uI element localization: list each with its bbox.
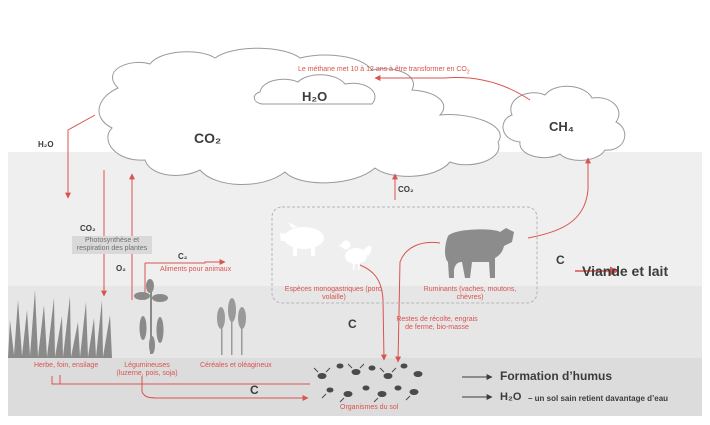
grass-icon: [8, 290, 112, 358]
h2o-soil-label: H₂O: [500, 391, 522, 403]
monogastric-label: Espèces monogastriques (porc, volaille): [284, 286, 384, 302]
water-retention-label: – un sol sain retient davantage d’eau: [528, 394, 669, 403]
cloud-ch4-label: CH₄: [549, 119, 574, 134]
soil-organisms-label: Organismes du sol: [340, 404, 399, 411]
cloud-h2o-label: H₂O: [302, 89, 328, 104]
animal-feed-label: Aliments pour animaux: [160, 266, 232, 273]
cloud-icon: [98, 47, 501, 185]
residues-label: Restes de récolte, engrais de ferme, bio…: [396, 316, 478, 332]
plant-band: [8, 286, 702, 358]
co2-livestock-label: CO₂: [398, 185, 414, 194]
cloud-co2-label: CO₂: [194, 130, 222, 146]
livestock-box: [271, 206, 538, 304]
h2o-left-label: H₂O: [38, 140, 54, 149]
photosynthesis-label: Photosynthèse et respiration des plantes: [72, 236, 152, 255]
cereals-label: Céréales et oléagineux: [200, 362, 272, 369]
o2-label: O₂: [116, 264, 126, 273]
co2-plants-label: CO₂: [80, 224, 96, 233]
methane-note: Le méthane met 10 à 12 ans à être transf…: [298, 66, 470, 76]
pig-icon: [280, 222, 324, 256]
cow-icon: [445, 228, 514, 278]
grass-label: Herbe, foin, ensilage: [34, 362, 99, 369]
ruminants-label: Ruminants (vaches, moutons, chèvres): [423, 286, 517, 302]
c-middle-label: C: [348, 317, 357, 331]
c2-label: C₂: [178, 252, 188, 261]
legumes-label: Légumineuses (luzerne, pois, soja): [116, 362, 178, 378]
c-meat-label: C: [556, 253, 565, 267]
humus-label: Formation d’humus: [500, 369, 612, 383]
wheat-icon: [217, 298, 246, 355]
cloud-icon: [502, 85, 626, 161]
soil-organisms-icon: [313, 363, 423, 403]
chicken-icon: [338, 240, 372, 270]
cloud-icon: [253, 74, 376, 105]
meat-milk-label: Viande et lait: [582, 263, 669, 279]
legume-plant-icon: [134, 279, 168, 354]
soil-band: [8, 358, 702, 416]
c-bottom-label: C: [250, 383, 259, 397]
